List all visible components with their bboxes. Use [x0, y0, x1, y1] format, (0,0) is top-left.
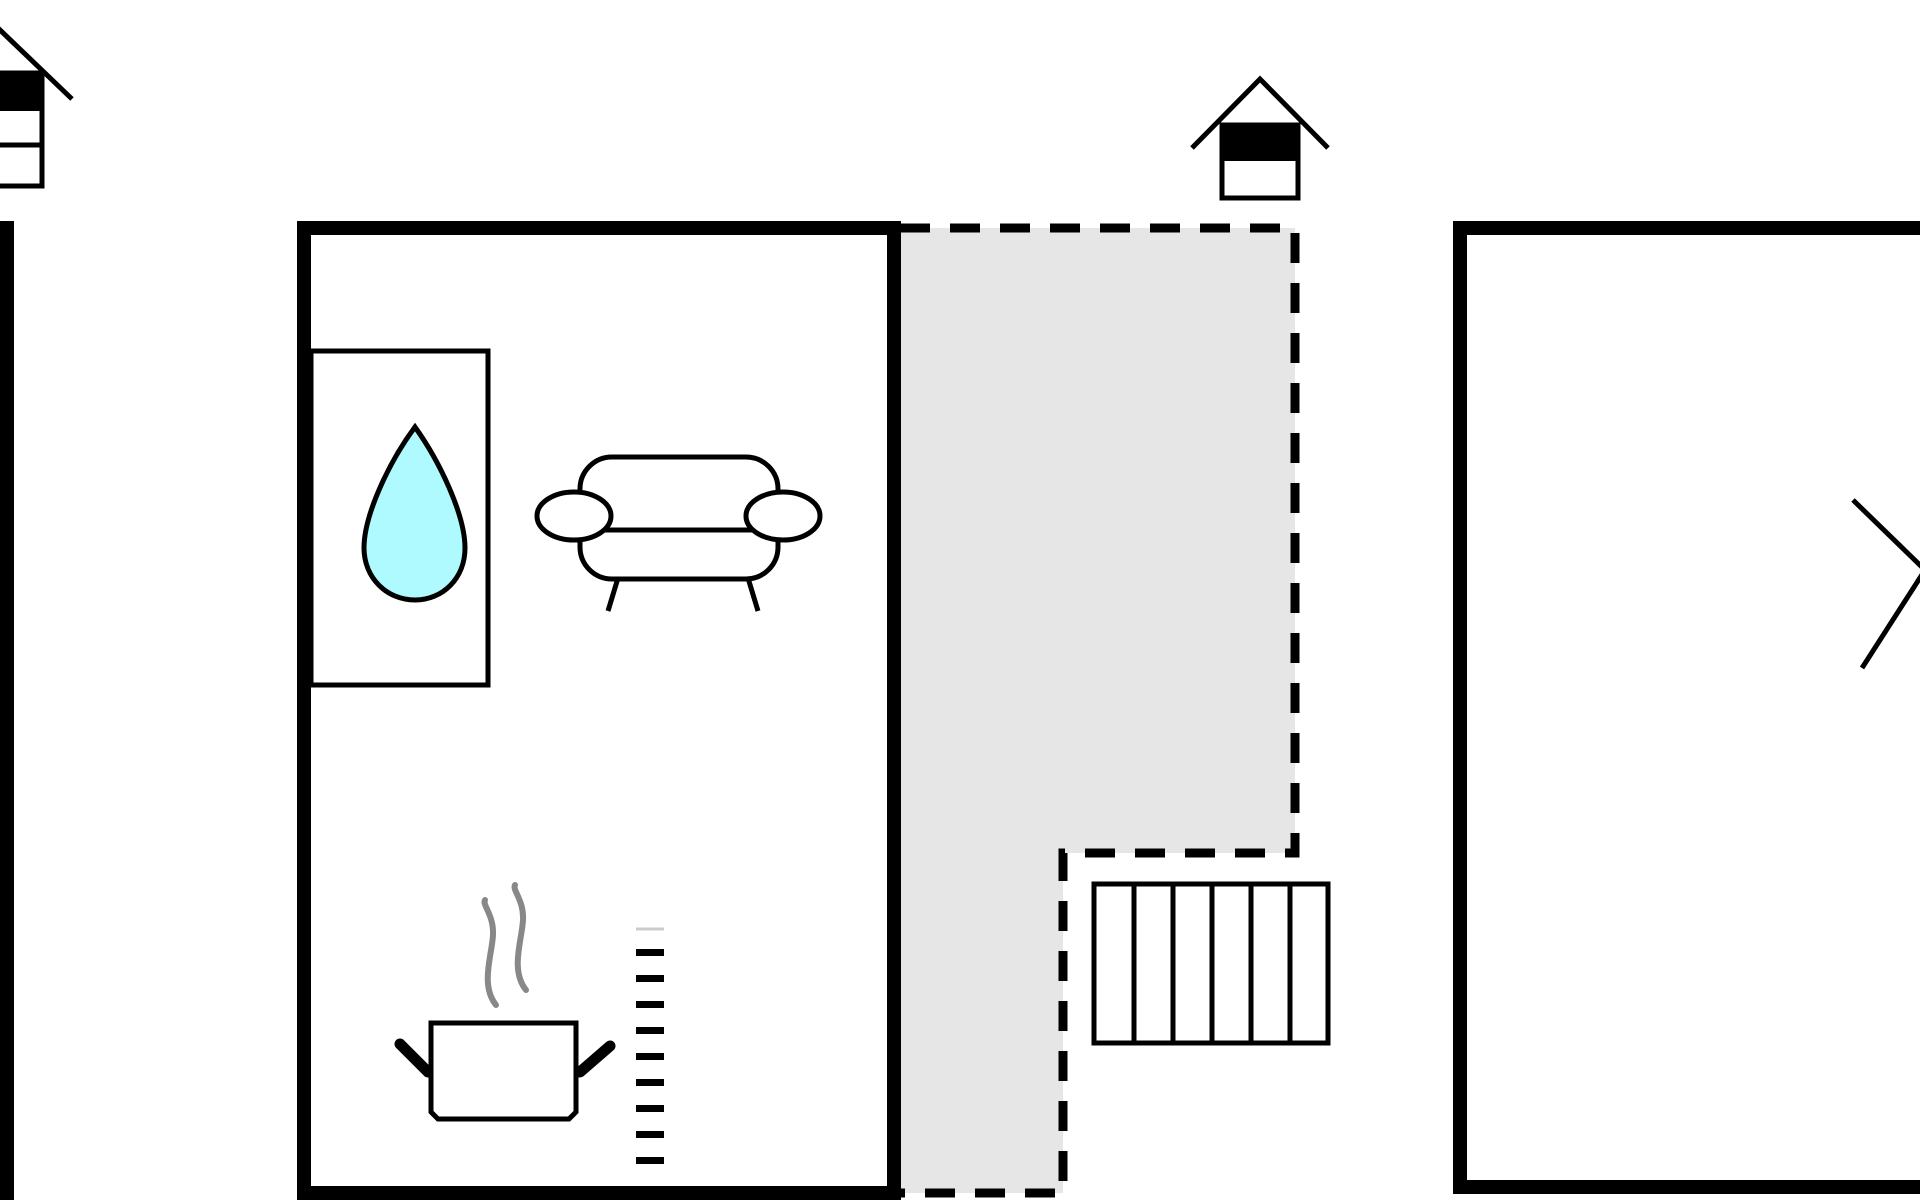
bathroom-partition	[308, 348, 491, 688]
main-room-walls	[297, 221, 901, 1200]
right-room	[1453, 221, 1920, 1194]
bed-icon	[1851, 498, 1920, 670]
right-room-walls	[1453, 221, 1920, 1194]
sofa-icon	[534, 454, 823, 612]
stairs-icon	[1091, 881, 1331, 1046]
radiator-icon	[636, 927, 664, 1164]
main-room	[297, 221, 901, 1200]
terrace-area	[900, 223, 1300, 1198]
cooking-pot-icon	[394, 882, 616, 1122]
water-drop-icon	[361, 422, 468, 603]
house-window-icon	[0, 26, 74, 189]
house-door-icon	[1190, 75, 1330, 201]
